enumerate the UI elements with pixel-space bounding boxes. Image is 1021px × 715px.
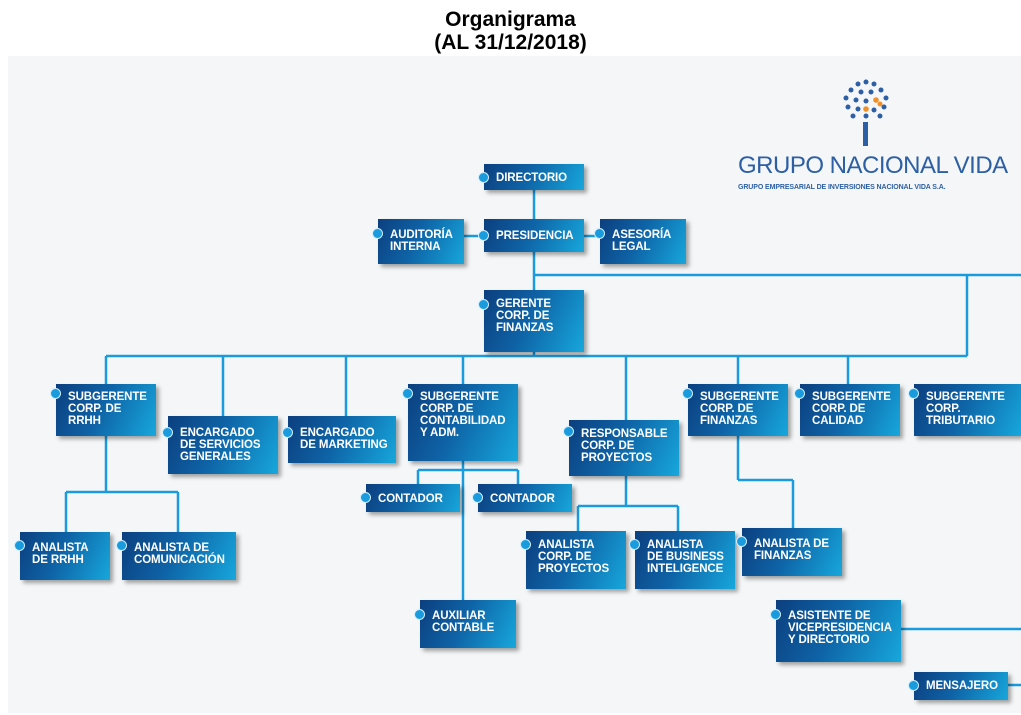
node-label: SUBGERENTE CORP. DE FINANZAS xyxy=(700,391,779,427)
node-subgerente-contabilidad: SUBGERENTE CORP. DE CONTABILIDAD Y ADM. xyxy=(408,384,518,461)
connector-dot xyxy=(478,299,489,310)
node-label: SUBGERENTE CORP. DE CONTABILIDAD Y ADM. xyxy=(420,391,506,439)
connector-dot xyxy=(770,609,781,620)
org-chart-canvas: GRUPO NACIONAL VIDA GRUPO EMPRESARIAL DE… xyxy=(8,56,1021,713)
node-label: MENSAJERO xyxy=(926,680,998,692)
node-label: ASESORÍA LEGAL xyxy=(612,229,672,253)
node-mensajero: MENSAJERO xyxy=(914,672,1008,700)
node-label: RESPONSABLE CORP. DE PROYECTOS xyxy=(581,428,668,464)
connector-dot xyxy=(563,426,574,437)
node-label: ENCARGADO DE MARKETING xyxy=(300,427,388,451)
node-label: ANALISTA DE COMUNICACIÓN xyxy=(134,542,225,566)
node-label: AUXILIAR CONTABLE xyxy=(432,610,495,634)
node-analista-rrhh: ANALISTA DE RRHH xyxy=(20,532,110,580)
node-label: ANALISTA DE BUSINESS INTELIGENCE xyxy=(647,539,724,575)
company-logo: GRUPO NACIONAL VIDA GRUPO EMPRESARIAL DE… xyxy=(738,74,1018,214)
node-analista-proyectos: ANALISTA CORP. DE PROYECTOS xyxy=(526,531,626,589)
node-label: GERENTE CORP. DE FINANZAS xyxy=(496,298,554,334)
node-directorio: DIRECTORIO xyxy=(484,164,584,190)
chart-title: Organigrama xyxy=(445,8,576,31)
node-subgerente-calidad: SUBGERENTE CORP. DE CALIDAD xyxy=(800,384,900,436)
node-label: ENCARGADO DE SERVICIOS GENERALES xyxy=(180,427,261,463)
node-label: ASISTENTE DE VICEPRESIDENCIA Y DIRECTORI… xyxy=(788,610,892,646)
node-gerente-finanzas: GERENTE CORP. DE FINANZAS xyxy=(484,290,584,352)
connector-dot xyxy=(50,388,61,399)
connector-dot xyxy=(520,539,531,550)
node-encargado-servicios: ENCARGADO DE SERVICIOS GENERALES xyxy=(168,416,278,474)
node-label: PRESIDENCIA xyxy=(496,230,574,242)
node-contador-2: CONTADOR xyxy=(478,484,572,512)
node-auditoria-interna: AUDITORÍA INTERNA xyxy=(378,219,464,264)
node-subgerente-finanzas: SUBGERENTE CORP. DE FINANZAS xyxy=(688,384,788,436)
connector-dot xyxy=(472,492,483,503)
logo-name: GRUPO NACIONAL VIDA xyxy=(738,152,1008,179)
node-presidencia: PRESIDENCIA xyxy=(484,219,584,252)
node-responsable-proyectos: RESPONSABLE CORP. DE PROYECTOS xyxy=(569,420,679,476)
node-label: SUBGERENTE CORP. DE CALIDAD xyxy=(812,391,891,427)
connector-dot xyxy=(682,388,693,399)
connector-dot xyxy=(794,388,805,399)
node-analista-comunicacion: ANALISTA DE COMUNICACIÓN xyxy=(122,532,236,580)
connector-dot xyxy=(282,427,293,438)
node-label: CONTADOR xyxy=(378,493,443,505)
node-label: AUDITORÍA INTERNA xyxy=(390,229,453,253)
connector-dot xyxy=(402,388,413,399)
tree-logo-icon xyxy=(843,79,889,146)
connector-dot xyxy=(908,388,919,399)
node-contador-1: CONTADOR xyxy=(366,484,460,512)
connector-dot xyxy=(629,539,640,550)
node-subgerente-rrhh: SUBGERENTE CORP. DE RRHH xyxy=(56,384,156,436)
node-label: SUBGERENTE CORP. TRIBUTARIO xyxy=(926,391,1005,427)
node-auxiliar-contable: AUXILIAR CONTABLE xyxy=(420,600,516,648)
connector-lines xyxy=(64,190,1021,687)
logo-subname: GRUPO EMPRESARIAL DE INVERSIONES NACIONA… xyxy=(738,184,946,191)
node-asesoria-legal: ASESORÍA LEGAL xyxy=(600,219,686,264)
node-label: CONTADOR xyxy=(490,493,555,505)
node-label: ANALISTA DE FINANZAS xyxy=(754,538,829,562)
node-label: ANALISTA CORP. DE PROYECTOS xyxy=(538,539,610,575)
connector-dot xyxy=(908,680,919,691)
connector-dot xyxy=(116,540,127,551)
connector-dot xyxy=(14,540,25,551)
node-encargado-marketing: ENCARGADO DE MARKETING xyxy=(288,416,396,463)
chart-subtitle: (AL 31/12/2018) xyxy=(434,31,587,54)
node-label: DIRECTORIO xyxy=(496,172,567,184)
node-analista-finanzas: ANALISTA DE FINANZAS xyxy=(742,528,842,576)
connector-dot xyxy=(736,536,747,547)
node-asistente-vicepresidencia: ASISTENTE DE VICEPRESIDENCIA Y DIRECTORI… xyxy=(776,600,901,662)
connector-dot xyxy=(162,427,173,438)
connector-dot xyxy=(594,228,605,239)
connector-dot xyxy=(414,609,425,620)
node-label: ANALISTA DE RRHH xyxy=(32,542,89,566)
connector-dot xyxy=(478,230,489,241)
node-subgerente-tributario: SUBGERENTE CORP. TRIBUTARIO xyxy=(914,384,1021,436)
connector-dot xyxy=(372,228,383,239)
node-analista-bi: ANALISTA DE BUSINESS INTELIGENCE xyxy=(635,531,735,589)
node-label: SUBGERENTE CORP. DE RRHH xyxy=(68,391,147,427)
connector-dot xyxy=(360,492,371,503)
connector-dot xyxy=(478,172,489,183)
